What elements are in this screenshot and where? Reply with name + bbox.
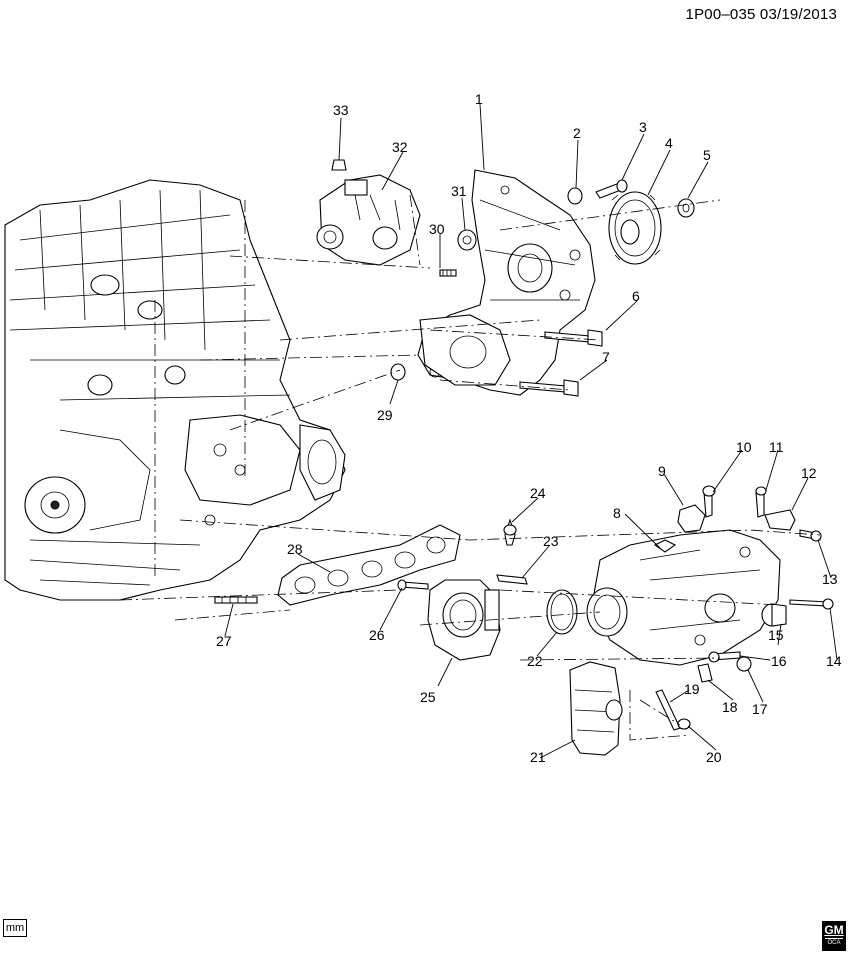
callout-3: 3 [639,119,647,135]
callout-2: 2 [573,125,581,141]
callout-18: 18 [722,699,738,715]
callout-15: 15 [768,627,784,643]
callout-1: 1 [475,91,483,107]
callout-31: 31 [451,183,467,199]
callout-17: 17 [752,701,768,717]
front-cover-bracket [417,169,596,396]
intake-housing [586,529,781,666]
callout-21: 21 [530,749,546,765]
callout-5: 5 [703,147,711,163]
callout-4: 4 [665,135,673,151]
assembly-lines [119,194,821,741]
callout-13: 13 [822,571,838,587]
callout-32: 32 [392,139,408,155]
gm-logo-subtext: OCA [825,938,843,947]
gm-logo: GM OCA [822,921,846,951]
callout-12: 12 [801,465,817,481]
callout-24: 24 [530,485,546,501]
callout-14: 14 [826,653,842,669]
unit-badge: mm [3,919,27,937]
callout-28: 28 [287,541,303,557]
callout-16: 16 [771,653,787,669]
manifold-fasteners [214,579,429,604]
callout-8: 8 [613,505,621,521]
callout-33: 33 [333,102,349,118]
actuator-group [569,661,691,756]
bracket-bolts [390,329,603,397]
leader-lines [224,103,838,759]
studs-nuts [439,229,477,277]
callout-22: 22 [527,653,543,669]
callout-29: 29 [377,407,393,423]
callout-10: 10 [736,439,752,455]
throttle-body [427,579,501,661]
callout-11: 11 [769,439,784,455]
callout-19: 19 [684,681,700,697]
callout-20: 20 [706,749,722,765]
sensors-brackets [677,485,834,610]
engine-block [4,179,346,601]
callout-7: 7 [602,349,610,365]
callout-27: 27 [216,633,232,649]
diagram-reference: 1P00–035 03/19/2013 [685,6,837,23]
callout-25: 25 [420,689,436,705]
fuel-pump-assembly [316,159,421,266]
intake-gasket [277,524,461,606]
callout-labels: 33 32 1 2 3 4 5 31 30 6 7 29 10 11 9 12 … [216,91,842,765]
callout-23: 23 [543,533,559,549]
gm-logo-mark: GM [824,923,844,937]
plugs-fittings [697,603,787,683]
callout-9: 9 [658,463,666,479]
callout-30: 30 [429,221,445,237]
callout-6: 6 [632,288,640,304]
callout-26: 26 [369,627,385,643]
